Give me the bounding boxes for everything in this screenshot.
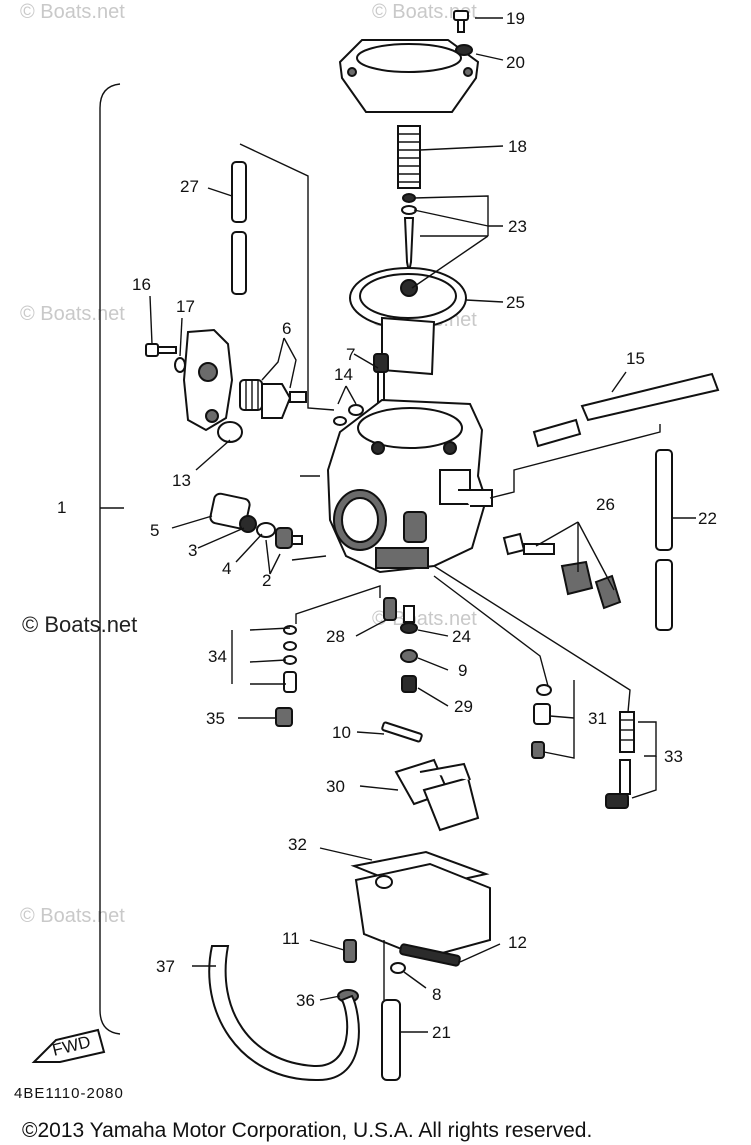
callout-17: 17 [176,297,195,316]
o-ring-part-3 [239,515,257,533]
drain-screw-part-33 [605,711,635,809]
washer-part-20 [455,44,473,56]
hose-part-22 [655,449,673,631]
callout-6: 6 [282,319,291,338]
callout-3: 3 [188,541,197,560]
callout-29: 29 [454,697,473,716]
callout-19: 19 [506,9,525,28]
callout-8: 8 [432,985,441,1004]
spring-part-18 [397,125,421,189]
enricher-cover [182,328,234,432]
callout-37: 37 [156,957,175,976]
callout-25: 25 [506,293,525,312]
callout-13: 13 [172,471,191,490]
callout-10: 10 [332,723,351,742]
o-ring-part-8 [390,962,406,974]
throttle-stop-screw-part-26 [502,532,622,610]
callout-27: 27 [180,177,199,196]
screw-part-16 [145,343,177,357]
watermark: © Boats.net [372,608,477,630]
needle-valve-part-31 [531,684,552,759]
hose-part-27 [231,161,247,295]
callout-12: 12 [508,933,527,952]
callout-28: 28 [326,627,345,646]
watermark: © Boats.net [372,1,477,23]
screw-part-2 [275,527,303,549]
diaphragm-piston-part-25 [349,267,467,376]
carburetor-body [326,398,493,574]
callout-4: 4 [222,559,231,578]
main-jet-part-24 [400,605,418,634]
hose-part-21 [381,999,401,1081]
washer-part-4 [256,522,276,538]
callout-22: 22 [698,509,717,528]
callout-14: 14 [334,365,353,384]
callout-11: 11 [282,929,300,948]
diagram-code: 4BE1110-2080 [14,1085,124,1102]
callout-30: 30 [326,777,345,796]
screw-part-11 [343,939,357,963]
float-chamber-part-32 [350,850,491,960]
watermark: © Boats.net [20,905,125,927]
drain-hose-part-37 [208,945,360,1082]
callout-1: 1 [57,498,66,517]
cap-part-5 [209,492,251,530]
float-part-30 [394,758,480,832]
enricher-spring-part-6 [239,379,307,419]
o-ring-part-14 [333,404,364,426]
watermark: © Boats.net [20,1,125,23]
leader-lines [149,17,696,1033]
callout-20: 20 [506,53,525,72]
hose-part-15 [532,372,720,448]
callout-35: 35 [206,709,225,728]
callout-31: 31 [588,709,607,728]
jet-part-28 [383,597,397,621]
callout-labels: 1 2 3 4 5 6 7 8 9 10 11 12 13 14 15 16 1… [57,9,717,1042]
copyright-notice: ©2013 Yamaha Motor Corporation, U.S.A. A… [22,1119,592,1142]
washer-part-17 [174,357,186,373]
carburetor-top-cap [338,39,480,113]
callout-32: 32 [288,835,307,854]
screw-part-12 [399,943,461,967]
callout-34: 34 [208,647,227,666]
o-ring-part-13 [217,421,243,443]
pilot-screw-part-34 [283,625,297,693]
jet-needle-part-23 [401,193,417,273]
callout-23: 23 [508,217,527,236]
callout-36: 36 [296,991,315,1010]
float-pin-part-10 [381,721,423,743]
callout-21: 21 [432,1023,451,1042]
watermark-dark: © Boats.net [22,612,137,637]
plug-part-35 [275,707,293,727]
callout-15: 15 [626,349,645,368]
callout-2: 2 [262,571,271,590]
callout-18: 18 [508,137,527,156]
callout-16: 16 [132,275,151,294]
jet-holder-part-29 [401,675,417,693]
screw-part-19 [453,10,469,33]
callout-9: 9 [458,661,467,680]
callout-33: 33 [664,747,683,766]
callout-7: 7 [346,345,355,364]
washer-part-9 [400,649,418,663]
watermark: © Boats.net [20,303,125,325]
assembly-bracket [99,83,121,1035]
callout-5: 5 [150,521,159,540]
forward-arrow: FWD [31,1028,106,1063]
callout-24: 24 [452,627,471,646]
callout-26: 26 [596,495,615,514]
